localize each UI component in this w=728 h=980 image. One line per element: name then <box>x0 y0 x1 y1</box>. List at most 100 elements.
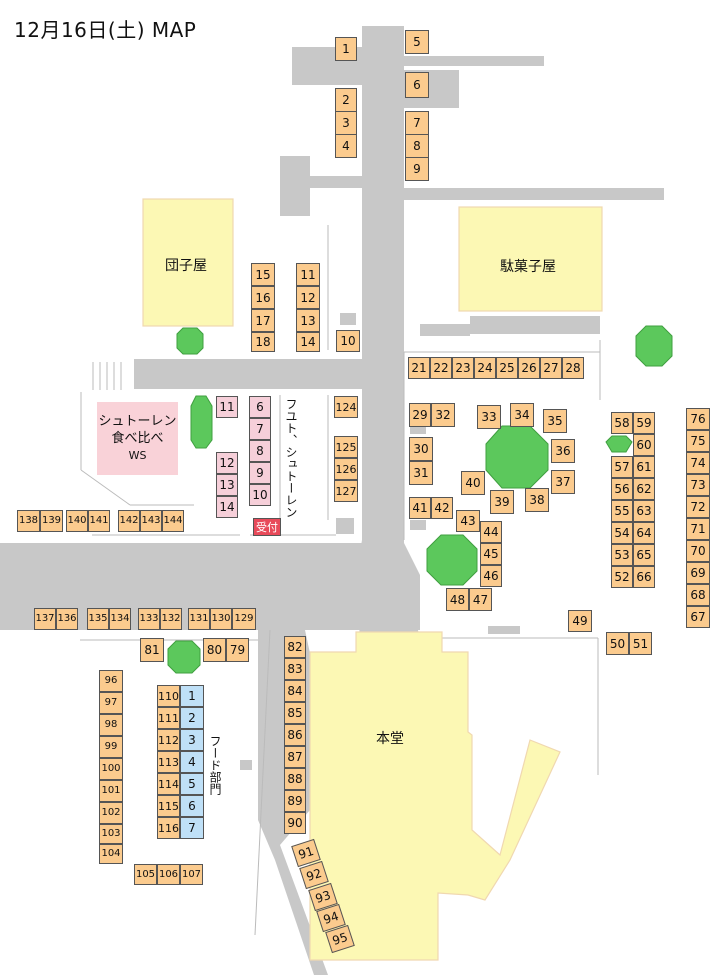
stall: 7 <box>249 418 271 440</box>
stall: 87 <box>284 746 306 768</box>
stall: 103 <box>99 824 123 844</box>
dango-label: 団子屋 <box>165 258 207 274</box>
stall: 5 <box>180 773 204 795</box>
stall: 65 <box>633 544 655 566</box>
stall: 15 <box>251 263 275 286</box>
stall: 45 <box>480 543 502 565</box>
stall: 131 <box>188 608 210 630</box>
futo-stollen-label: フユト、シュトーレン <box>284 398 298 518</box>
stall: 68 <box>686 584 710 606</box>
stall: 4 <box>335 134 357 158</box>
stall: 85 <box>284 702 306 724</box>
tree-icon <box>605 435 633 453</box>
stall: 24 <box>474 357 496 379</box>
stall: 5 <box>405 30 429 54</box>
stall: 11 <box>216 396 238 418</box>
stall: 7 <box>180 817 204 839</box>
stall: 70 <box>686 540 710 562</box>
stall: 107 <box>180 864 203 885</box>
stall: 111 <box>157 707 180 729</box>
stall: 83 <box>284 658 306 680</box>
stall: 14 <box>296 332 320 352</box>
stall: 104 <box>99 844 123 864</box>
stall: 17 <box>251 309 275 332</box>
stall: 13 <box>296 309 320 332</box>
dagashi-label: 駄菓子屋 <box>500 259 556 275</box>
stall: 63 <box>633 500 655 522</box>
stall: 116 <box>157 817 180 839</box>
tree-icon <box>167 640 201 674</box>
stall: 100 <box>99 758 123 780</box>
stall: 48 <box>446 588 469 611</box>
stall: 4 <box>180 751 204 773</box>
stall: 73 <box>686 474 710 496</box>
stall: 110 <box>157 685 180 707</box>
stall: 55 <box>611 500 633 522</box>
stall: 8 <box>249 440 271 462</box>
stall: 1 <box>180 685 204 707</box>
stall: 10 <box>336 330 360 352</box>
stall: 137 <box>34 608 56 630</box>
stall: 96 <box>99 670 123 692</box>
ws-line-1: シュトーレン <box>98 414 177 429</box>
stall: 101 <box>99 780 123 802</box>
stall: 27 <box>540 357 562 379</box>
stall: 53 <box>611 544 633 566</box>
stall: 10 <box>249 484 271 506</box>
stall: 66 <box>633 566 655 588</box>
stall: 22 <box>430 357 452 379</box>
stall: 34 <box>510 403 534 427</box>
stall: 44 <box>480 521 502 543</box>
hondo-building <box>309 631 561 961</box>
stall: 97 <box>99 692 123 714</box>
stall: 61 <box>633 456 655 478</box>
stall: 67 <box>686 606 710 628</box>
stall: 86 <box>284 724 306 746</box>
stall: 6 <box>405 72 429 98</box>
stall: 16 <box>251 286 275 309</box>
road-small-5 <box>488 626 520 634</box>
tree-icon <box>485 425 549 489</box>
stall: 13 <box>216 474 238 496</box>
guide-lines <box>80 225 601 936</box>
stall: 43 <box>456 510 480 532</box>
stall: 3 <box>335 111 357 135</box>
stall: 90 <box>284 812 306 834</box>
road-mid-left-2 <box>310 176 362 188</box>
tree-icon <box>426 534 478 586</box>
stall: 60 <box>633 434 655 456</box>
stall: 54 <box>611 522 633 544</box>
dango-building <box>142 198 234 327</box>
road-small-4 <box>410 520 426 530</box>
stall: 28 <box>562 357 584 379</box>
stall: 51 <box>629 632 652 655</box>
ws-line-3: WS <box>128 449 147 462</box>
stall: 125 <box>334 436 358 458</box>
stall: 6 <box>249 396 271 418</box>
stall: 21 <box>408 357 430 379</box>
stall: 52 <box>611 566 633 588</box>
stall: 49 <box>568 610 592 632</box>
stall: 12 <box>216 452 238 474</box>
stall: 132 <box>160 608 182 630</box>
stall: 124 <box>334 396 358 418</box>
road-cross-w <box>134 359 362 389</box>
stall: 99 <box>99 736 123 758</box>
stall: 2 <box>335 88 357 112</box>
stall: 98 <box>99 714 123 736</box>
stollen-workshop-block: シュトーレン 食べ比べ WS <box>97 402 178 475</box>
stall: 71 <box>686 518 710 540</box>
ws-line-2: 食べ比べ <box>111 431 164 446</box>
stall: 133 <box>138 608 160 630</box>
dagashi-building <box>458 206 603 312</box>
stall: 105 <box>134 864 157 885</box>
stall: 114 <box>157 773 180 795</box>
stall: 129 <box>232 608 256 630</box>
stall: 89 <box>284 790 306 812</box>
stall: 50 <box>606 632 629 655</box>
road-small-3 <box>410 424 426 434</box>
stall: 38 <box>525 488 549 512</box>
trees <box>167 325 673 674</box>
stall: 74 <box>686 452 710 474</box>
stall: 62 <box>633 478 655 500</box>
